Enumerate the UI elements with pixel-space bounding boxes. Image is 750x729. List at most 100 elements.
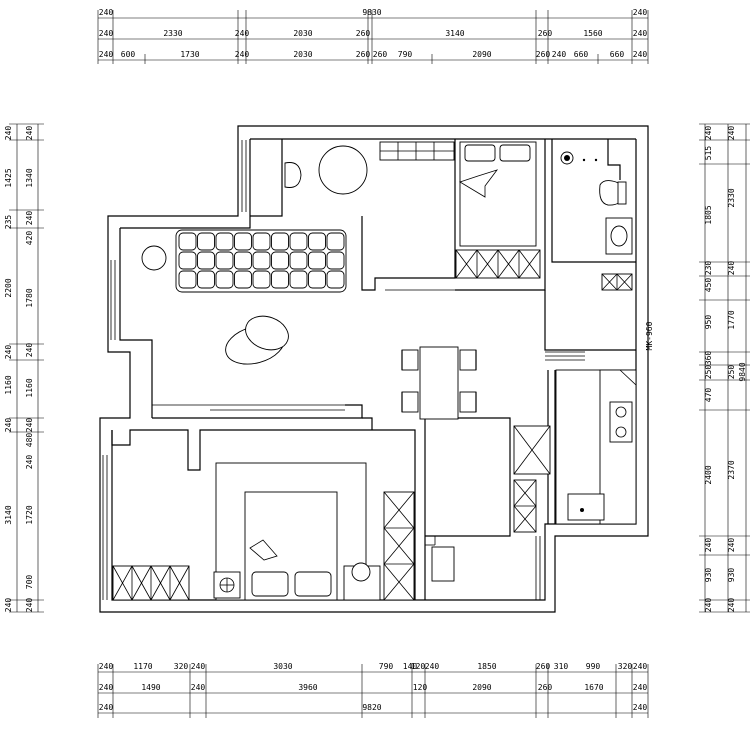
bed-icon	[459, 141, 537, 247]
dimension-label: 1720	[25, 505, 34, 524]
dimension-label: 120	[413, 683, 428, 692]
dimension-label: 515	[704, 146, 713, 161]
dimension-label: 1805	[704, 205, 713, 224]
toilet-icon	[284, 162, 302, 188]
dimension-label: 1670	[584, 683, 603, 692]
dimension-label: 260	[538, 683, 553, 692]
dimension-label: 660	[574, 50, 589, 59]
dimension-label: 930	[704, 568, 713, 583]
wash-basin-icon	[605, 217, 633, 255]
dimension-label: 9840	[738, 362, 747, 381]
dimension-label: 1730	[180, 50, 199, 59]
dimension-label: 240	[633, 703, 648, 712]
dimension-label: 250	[704, 365, 713, 380]
dimension-label: 2090	[472, 50, 491, 59]
dimension-label: 470	[704, 388, 713, 403]
dimension-label: 260	[356, 50, 371, 59]
dimension-label: 240	[727, 598, 736, 613]
wardrobe-icon	[379, 141, 455, 161]
walls	[99, 125, 649, 613]
dimension-label: 450	[704, 278, 713, 293]
dimension-label: 360	[704, 351, 713, 366]
dimension-label: 320	[618, 662, 633, 671]
dimension-label: 230	[704, 261, 713, 276]
dimension-label: 700	[25, 575, 34, 590]
dimension-label: 260	[538, 29, 553, 38]
dimension-label: 240	[99, 50, 114, 59]
dimension-label: 1170	[133, 662, 152, 671]
dimension-label: 240	[633, 683, 648, 692]
dimension-label: 240	[633, 29, 648, 38]
dimension-label: 240	[25, 126, 34, 141]
dimension-label: 240	[99, 29, 114, 38]
dimension-label: 420	[25, 231, 34, 246]
kitchen-sink-icon	[567, 493, 605, 521]
dimension-label: 240	[99, 662, 114, 671]
dimension-label: 240	[633, 50, 648, 59]
dimension-label: 240	[235, 29, 250, 38]
dimension-label: 1780	[25, 288, 34, 307]
dimension-label: 240	[727, 538, 736, 553]
dimension-label: 140	[403, 662, 418, 671]
dimension-label: 260	[373, 50, 388, 59]
storage-cabinet-icon	[112, 565, 190, 601]
dimension-label: 260	[356, 29, 371, 38]
coffee-table-icon	[225, 315, 289, 365]
dimension-label: 260	[536, 50, 551, 59]
dimension-label: 2090	[472, 683, 491, 692]
wardrobe-icon	[383, 491, 415, 601]
dimension-label: 600	[121, 50, 136, 59]
dimension-label: 240	[25, 343, 34, 358]
nightstand-icon	[343, 562, 381, 601]
dimension-label: 1770	[727, 310, 736, 329]
dimension-label: 240	[99, 703, 114, 712]
dimension-label: 240	[552, 50, 567, 59]
dimension-label: 240	[633, 662, 648, 671]
dimension-label: 2330	[727, 188, 736, 207]
storage-box-icon	[601, 273, 633, 291]
furniture: MK-960	[112, 141, 654, 601]
dimension-label: 930	[727, 568, 736, 583]
dimension-label: 9820	[362, 703, 381, 712]
dimension-label: 3960	[298, 683, 317, 692]
dimension-label: 1160	[4, 375, 13, 394]
dimension-label: 240	[191, 662, 206, 671]
dimension-label: 240	[425, 662, 440, 671]
dimension-label: 240	[727, 126, 736, 141]
dimension-label: 240	[4, 598, 13, 613]
dimension-label: 240	[25, 211, 34, 226]
dimension-label: 240	[633, 8, 648, 17]
dimension-label: 1490	[141, 683, 160, 692]
dimension-label: 240	[191, 683, 206, 692]
dimension-label: 240	[4, 418, 13, 433]
dimension-label: 240	[704, 126, 713, 141]
dimension-label: 240	[99, 683, 114, 692]
dimension-label: 3140	[4, 505, 13, 524]
dimension-label: 250	[727, 365, 736, 380]
dimension-label: 240	[25, 455, 34, 470]
dimension-label: 2030	[293, 50, 312, 59]
dimension-label: 240	[704, 598, 713, 613]
dimension-label: 1560	[583, 29, 602, 38]
bed-icon	[215, 462, 367, 601]
dimension-label: 240	[727, 261, 736, 276]
dimension-label: 3140	[445, 29, 464, 38]
dimension-label: 240	[99, 8, 114, 17]
dimension-label: 1160	[25, 378, 34, 397]
side-table-icon	[141, 245, 167, 271]
dimension-label: 2030	[293, 29, 312, 38]
dimension-labels: 240 9830 240 240 2330 240 2030 260 3140 260 1560 24…	[4, 8, 747, 712]
dimension-label: 480	[25, 433, 34, 448]
dimension-label: 240	[235, 50, 250, 59]
stove-icon	[609, 401, 633, 443]
dimension-label: 1340	[25, 168, 34, 187]
dimension-label: 120	[411, 662, 426, 671]
wall-tag: MK-960	[645, 321, 654, 350]
dimension-label: 240	[704, 538, 713, 553]
dimension-label: 240	[4, 345, 13, 360]
dimension-label: 310	[554, 662, 569, 671]
dimension-label: 9830	[362, 8, 381, 17]
fridge-icon	[513, 425, 551, 533]
dimension-lines	[9, 10, 750, 718]
